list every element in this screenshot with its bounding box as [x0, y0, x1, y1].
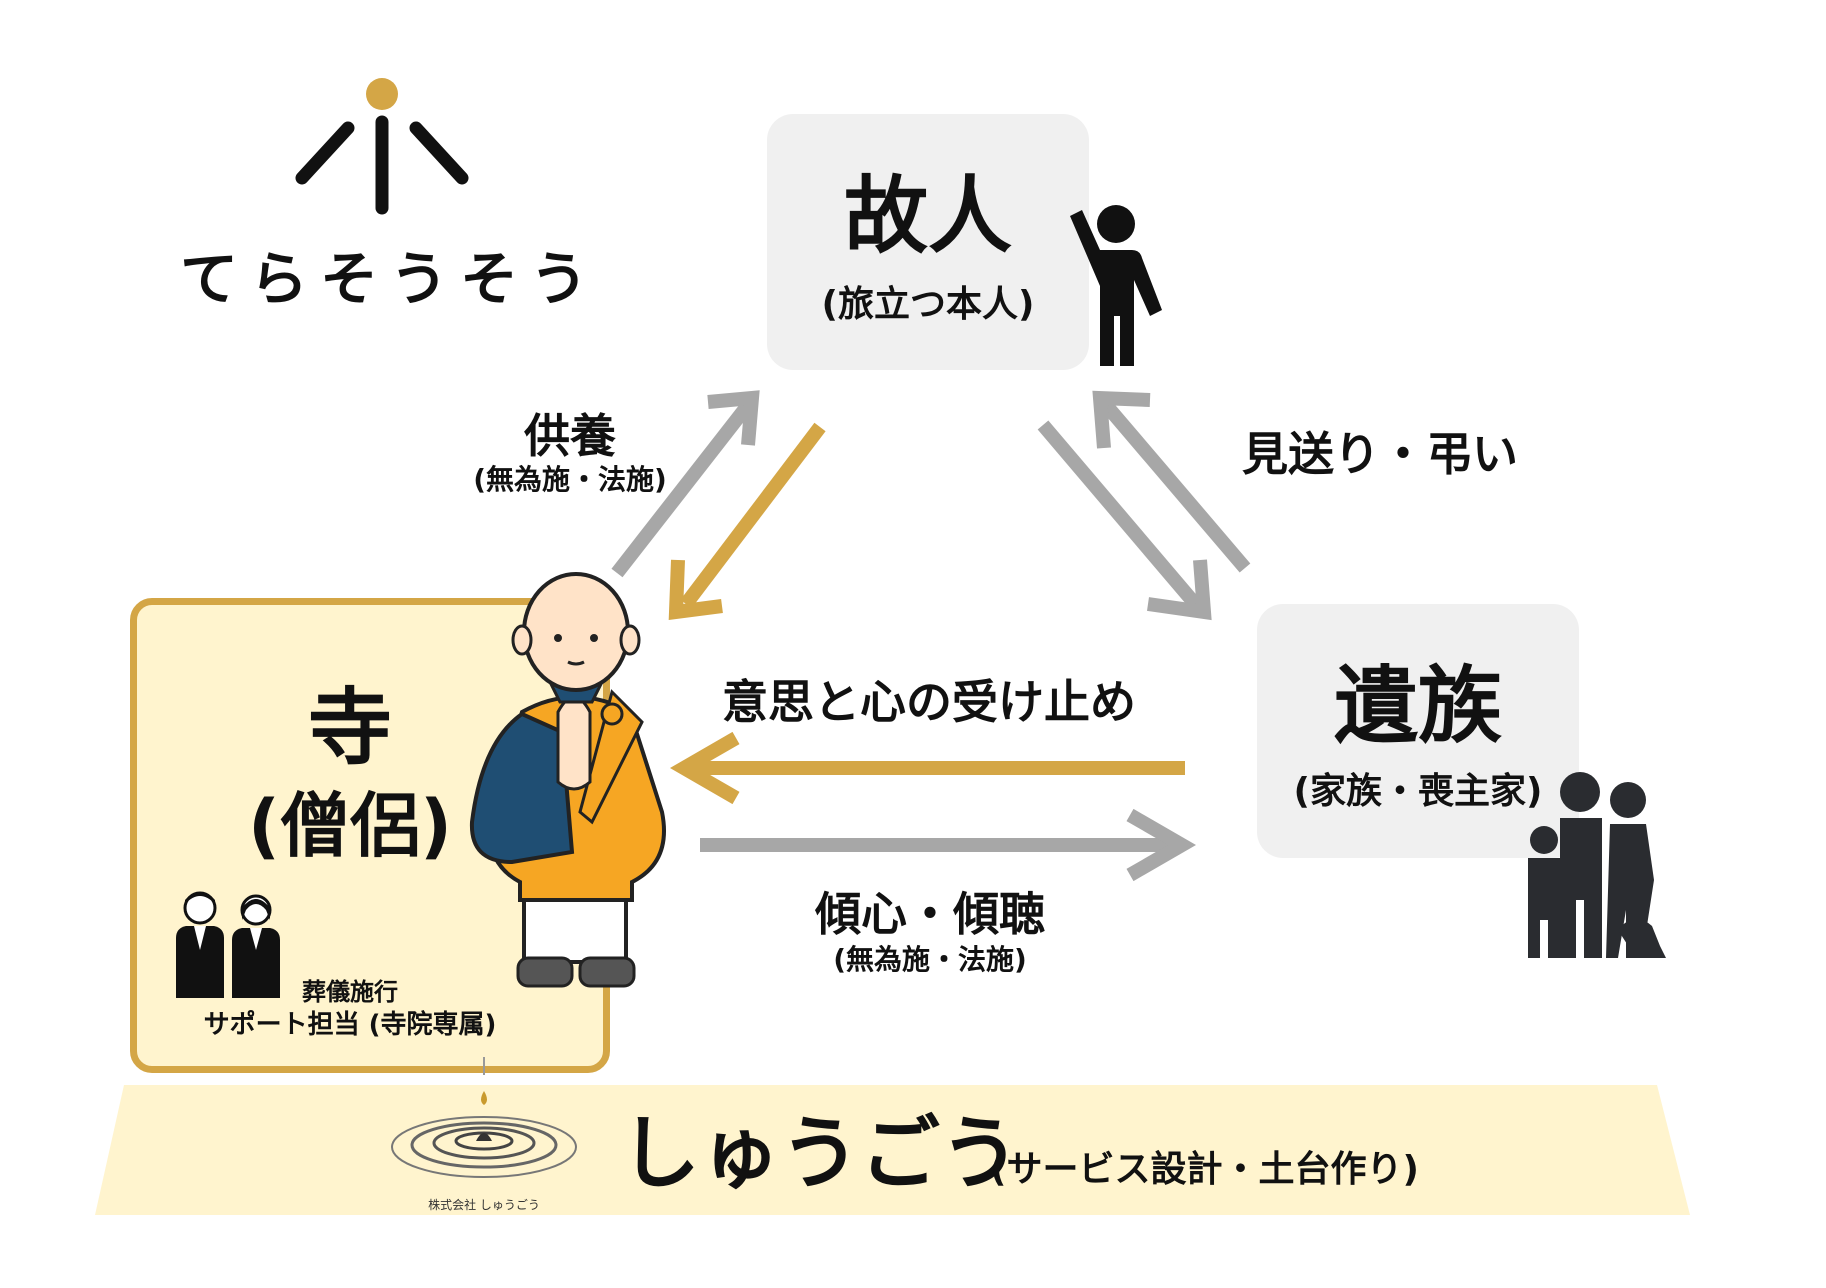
foundation-description: (サービス設計・土台作り): [990, 1149, 1419, 1190]
staff-suits-icon: [176, 891, 280, 998]
listening-subtitle: (無為施・法施): [833, 943, 1027, 976]
family-subtitle: (家族・喪主家): [1293, 771, 1543, 812]
person-waving-icon: [1070, 205, 1162, 366]
foundation-name: しゅうごう: [620, 1107, 1020, 1200]
terasousou-logo-icon: [295, 78, 469, 215]
support-line1: 葬儀施行: [302, 978, 398, 1006]
offering-subtitle: (無為施・法施): [473, 463, 667, 496]
arrow-acceptance: [669, 731, 1185, 805]
listening-title: 傾心・傾聴: [815, 887, 1045, 941]
temple-subtitle: (僧侶): [248, 785, 452, 867]
family-box: [1257, 604, 1579, 858]
company-small-label: 株式会社 しゅうごう: [428, 1198, 540, 1212]
offering-title: 供養: [524, 409, 616, 463]
arrow-farewell-up: [1092, 390, 1251, 573]
arrow-offering-up: [611, 390, 760, 578]
temple-title: 寺: [307, 679, 392, 777]
acceptance-label: 意思と心の受け止め: [722, 675, 1136, 729]
family-group-icon: [1528, 772, 1666, 958]
monk-praying-icon: [469, 572, 666, 988]
arrow-farewell-down: [1037, 420, 1212, 621]
water-ripple-logo-icon: [391, 1057, 577, 1178]
deceased-title: 故人: [843, 167, 1012, 265]
arrow-listening: [700, 808, 1197, 882]
family-title: 遺族: [1333, 657, 1502, 755]
arrow-offering-down: [668, 422, 826, 621]
farewell-label: 見送り・弔い: [1242, 427, 1518, 481]
logo-text: てらそうそう: [180, 245, 601, 313]
deceased-box: [767, 114, 1089, 370]
deceased-subtitle: (旅立つ本人): [821, 284, 1035, 325]
support-line2: サポート担当 (寺院専属): [203, 1010, 497, 1040]
